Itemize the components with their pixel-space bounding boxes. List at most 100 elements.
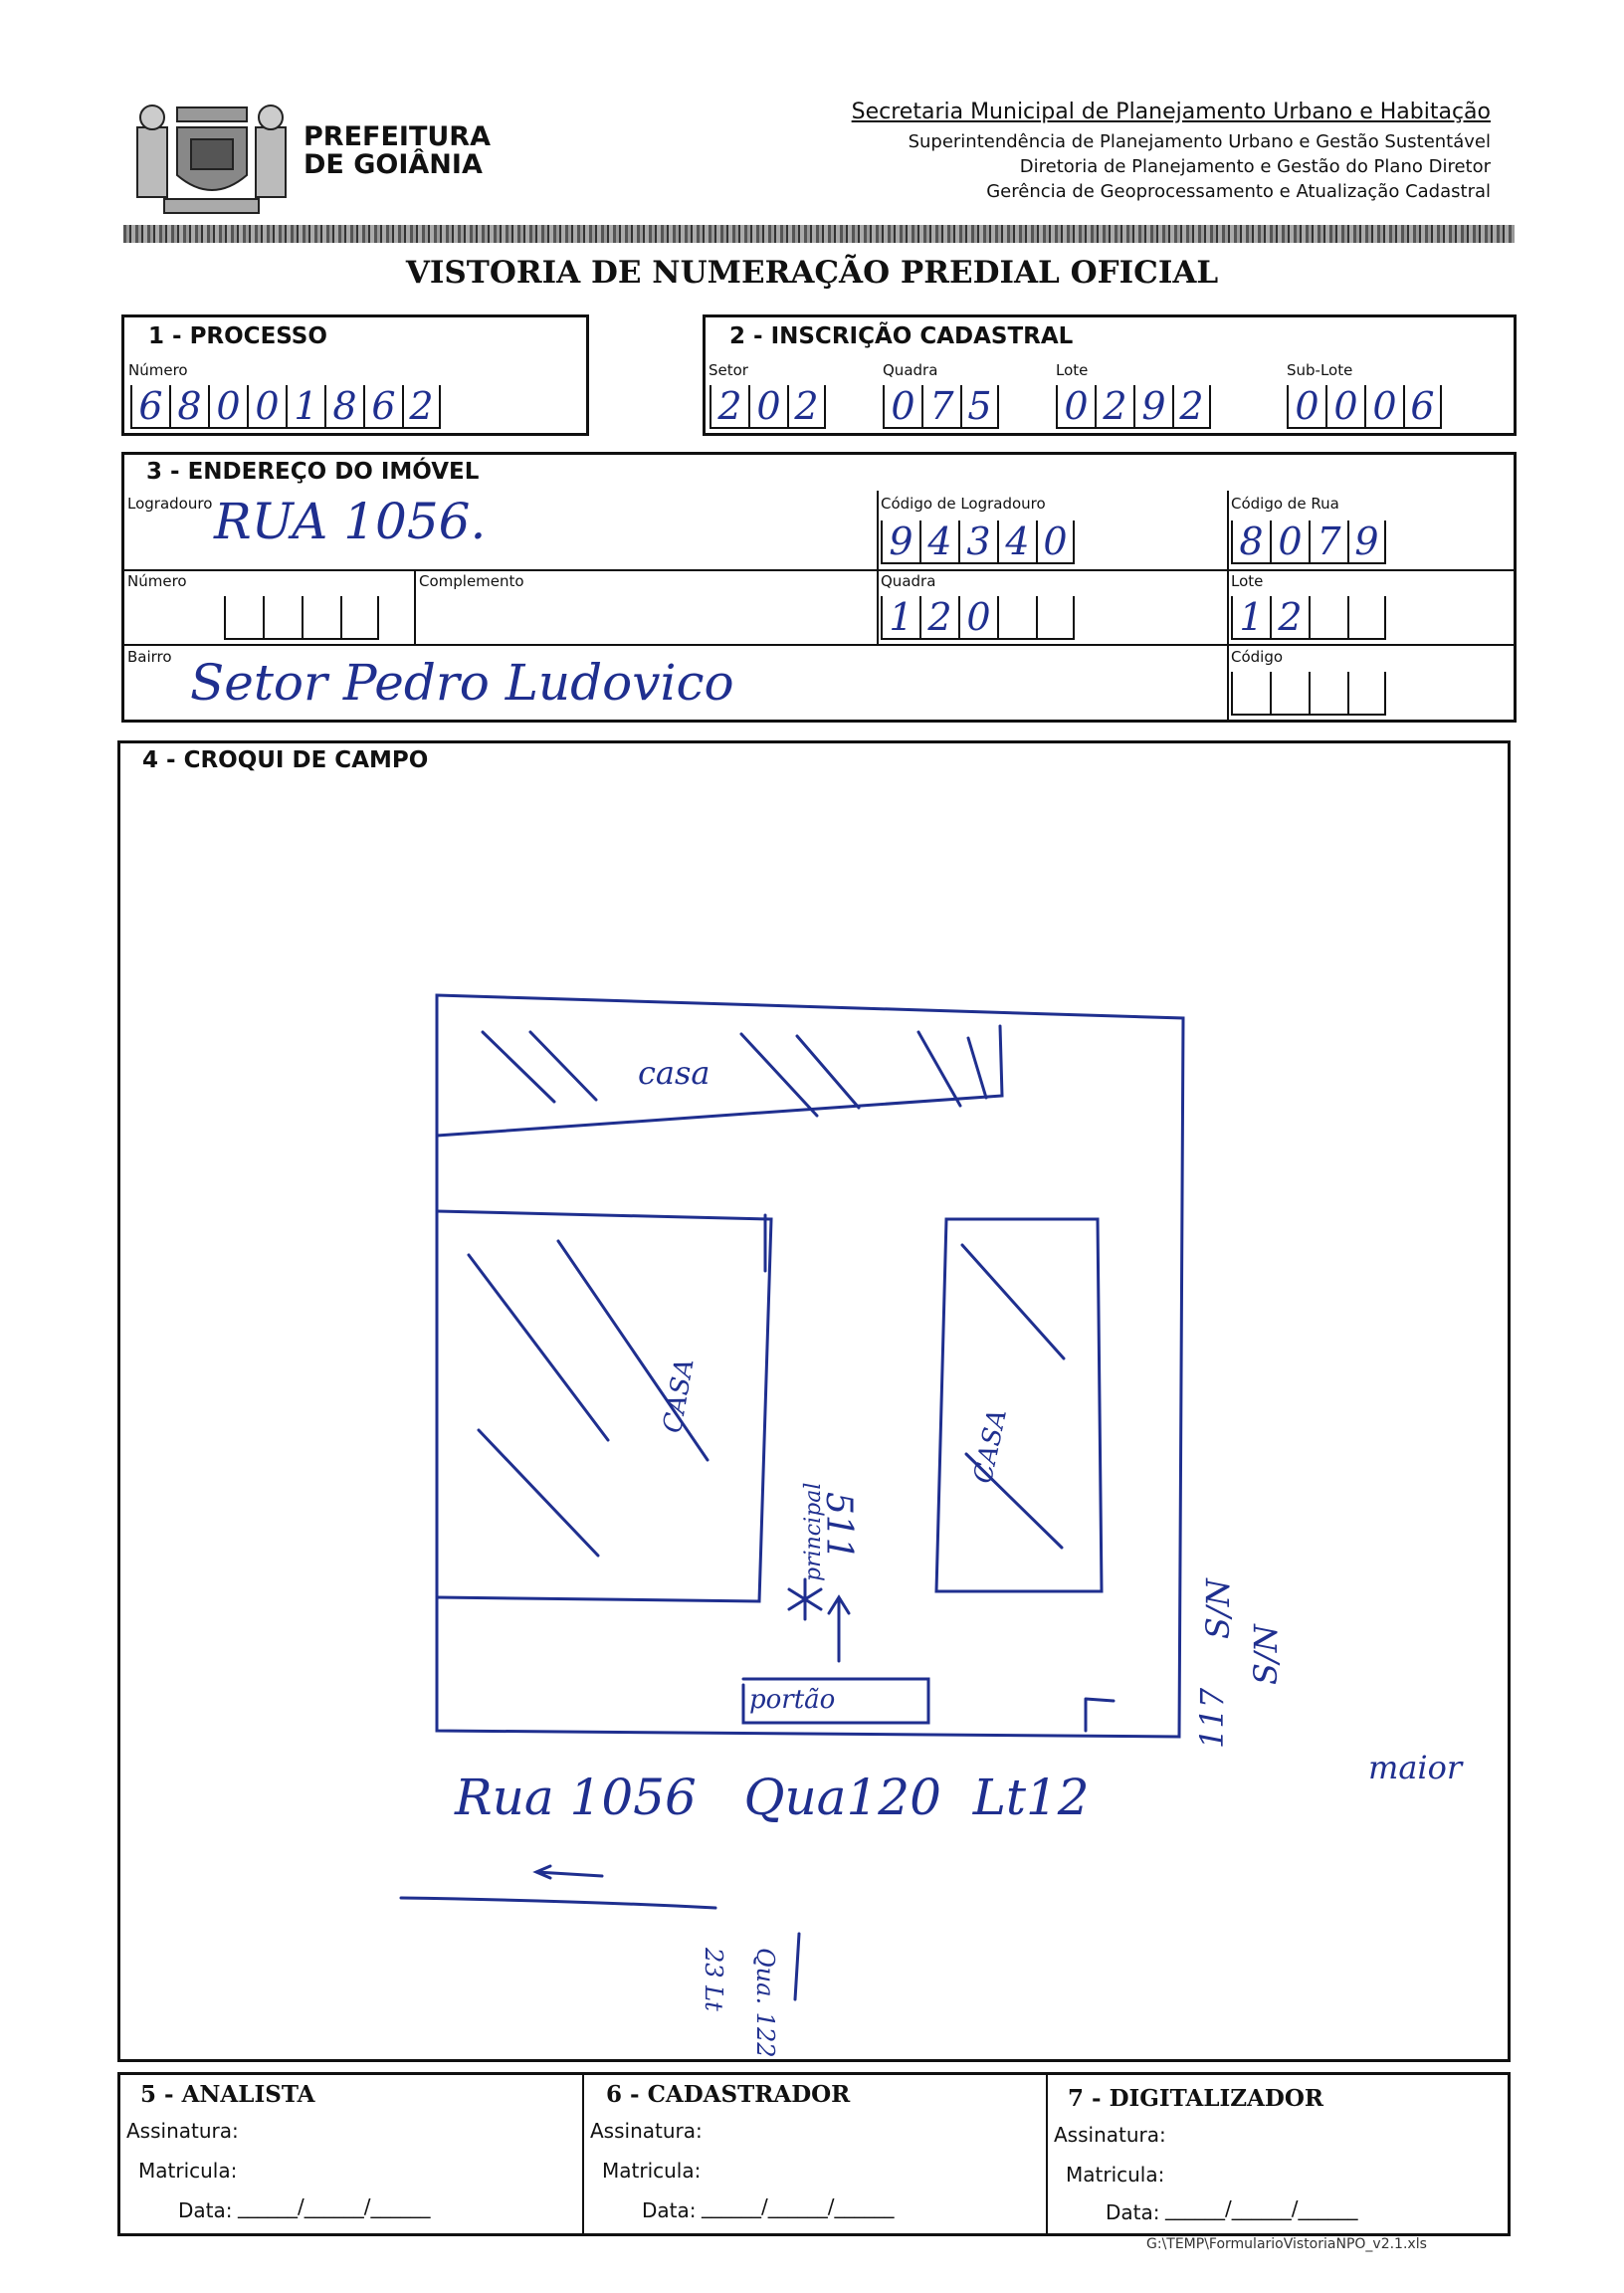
codigo-label: Código bbox=[1231, 648, 1284, 666]
cadastrador-assinatura: Assinatura: bbox=[590, 2119, 703, 2143]
brand-name-line1: PREFEITURA bbox=[304, 121, 491, 152]
right-house-outline bbox=[934, 1217, 1104, 1593]
numero-cells bbox=[224, 596, 379, 640]
sublote-label: Sub-Lote bbox=[1287, 361, 1353, 379]
street-arrow bbox=[532, 1864, 604, 1880]
hatch-line bbox=[477, 1428, 600, 1558]
digit-cell: 0 bbox=[1325, 384, 1364, 429]
digit-cell: 2 bbox=[787, 384, 826, 429]
empty-cell bbox=[263, 596, 302, 640]
digitalizador-title: 7 - DIGITALIZADOR bbox=[1068, 2085, 1324, 2112]
form-title: VISTORIA DE NUMERAÇÃO PREDIAL OFICIAL bbox=[405, 255, 1219, 291]
digit-cell: 8 bbox=[324, 384, 363, 429]
cadastrador-date-blanks: ______/______/______ bbox=[702, 2194, 895, 2218]
digit-cell: 9 bbox=[1133, 384, 1172, 429]
hatch-line bbox=[467, 1253, 610, 1442]
casa-top-label: casa bbox=[638, 1054, 710, 1092]
digit-cell bbox=[1036, 596, 1075, 640]
hatch-line bbox=[964, 1452, 1064, 1550]
site-sketch bbox=[399, 993, 1185, 2001]
hatch-line bbox=[481, 1030, 556, 1104]
bairro-label: Bairro bbox=[127, 648, 172, 666]
digit-cell: 0 bbox=[958, 595, 997, 640]
processo-section: 1 - PROCESSO Número 6 8 0 0 1 8 6 2 bbox=[121, 314, 589, 436]
hatch-line bbox=[960, 1243, 1066, 1360]
hatch-line bbox=[739, 1032, 819, 1118]
lote-label: Lote bbox=[1231, 572, 1264, 590]
digit-cell: 9 bbox=[881, 520, 919, 564]
hatch-line bbox=[966, 1036, 988, 1100]
digit-cell: 6 bbox=[130, 384, 169, 429]
digit-cell: 1 bbox=[1231, 595, 1270, 640]
signature-section: 5 - ANALISTA Assinatura: Matricula: Data… bbox=[117, 2072, 1511, 2236]
maior-note: maior bbox=[1368, 1749, 1463, 1786]
digit-cell: 3 bbox=[958, 520, 997, 564]
digit-cell: 9 bbox=[1347, 520, 1386, 564]
codigo-logradouro-label: Código de Logradouro bbox=[881, 495, 1046, 513]
digitalizador-matricula: Matricula: bbox=[1066, 2163, 1165, 2187]
analista-data: Data: bbox=[178, 2198, 233, 2222]
far-sn-label: S/N bbox=[1247, 1624, 1285, 1685]
quadra-label: Quadra bbox=[881, 572, 936, 590]
cadastrador-data: Data: bbox=[642, 2198, 697, 2222]
analista-title: 5 - ANALISTA bbox=[140, 2081, 315, 2108]
digitalizador-assinatura: Assinatura: bbox=[1054, 2123, 1166, 2147]
digit-cell: 5 bbox=[960, 384, 999, 429]
header-divider-band bbox=[123, 225, 1515, 243]
digit-cell: 1 bbox=[881, 595, 919, 640]
quadra-label: Quadra bbox=[883, 361, 938, 379]
digit-cell: 2 bbox=[402, 384, 441, 429]
hatch-line bbox=[916, 1030, 962, 1108]
endereco-title: 3 - ENDEREÇO DO IMÓVEL bbox=[146, 459, 480, 485]
digit-cell: 2 bbox=[919, 595, 958, 640]
lot-tick bbox=[793, 1932, 801, 2001]
digit-cell: 0 bbox=[247, 384, 286, 429]
empty-cell bbox=[1347, 672, 1386, 716]
digit-cell: 1 bbox=[286, 384, 324, 429]
superintendencia-line: Superintendência de Planejamento Urbano … bbox=[908, 131, 1491, 152]
row-divider bbox=[124, 644, 1514, 646]
hatch-line bbox=[795, 1034, 861, 1110]
entry-arrow bbox=[827, 1594, 851, 1663]
hatch-line bbox=[556, 1239, 710, 1462]
digit-cell: 6 bbox=[363, 384, 402, 429]
house-number: 511 bbox=[818, 1492, 859, 1561]
street-line bbox=[399, 1896, 717, 1910]
column-divider bbox=[414, 569, 416, 644]
column-divider bbox=[1046, 2075, 1048, 2233]
digit-cell: 7 bbox=[1309, 520, 1347, 564]
codigo-logradouro-cells: 9 4 3 4 0 bbox=[881, 520, 1075, 564]
digit-cell: 7 bbox=[921, 384, 960, 429]
analista-assinatura: Assinatura: bbox=[126, 2119, 239, 2143]
analista-date-blanks: ______/______/______ bbox=[238, 2194, 431, 2218]
digitalizador-data: Data: bbox=[1106, 2200, 1160, 2224]
digit-cell: 2 bbox=[1270, 595, 1309, 640]
digit-cell: 0 bbox=[1056, 384, 1095, 429]
digit-cell: 4 bbox=[919, 520, 958, 564]
sublote-cells: 0 0 0 6 bbox=[1287, 384, 1442, 429]
digit-cell: 0 bbox=[208, 384, 247, 429]
side-gate bbox=[1084, 1697, 1116, 1733]
lote-label: Lote bbox=[1056, 361, 1089, 379]
hatch-line bbox=[528, 1030, 598, 1102]
empty-cell bbox=[1231, 672, 1270, 716]
digit-cell: 6 bbox=[1403, 384, 1442, 429]
codigo-cells bbox=[1231, 672, 1386, 716]
numero-label: Número bbox=[127, 572, 187, 590]
empty-cell bbox=[340, 596, 379, 640]
empty-cell bbox=[1309, 672, 1347, 716]
side-number-label: 117 bbox=[1193, 1687, 1231, 1749]
digit-cell: 8 bbox=[169, 384, 208, 429]
codigo-rua-cells: 8 0 7 9 bbox=[1231, 520, 1386, 564]
bairro-value: Setor Pedro Ludovico bbox=[190, 654, 734, 712]
municipal-coat-of-arms-logo bbox=[129, 88, 294, 219]
diretoria-line: Diretoria de Planejamento e Gestão do Pl… bbox=[1019, 156, 1491, 177]
empty-cell bbox=[302, 596, 340, 640]
left-house-outline bbox=[435, 1209, 773, 1603]
asterisk-mark bbox=[787, 1577, 823, 1621]
logradouro-label: Logradouro bbox=[127, 495, 213, 513]
inscricao-title: 2 - INSCRIÇÃO CADASTRAL bbox=[729, 323, 1074, 349]
quadra-cells: 0 7 5 bbox=[883, 384, 999, 429]
cadastrador-matricula: Matricula: bbox=[602, 2159, 702, 2183]
logradouro-value: RUA 1056. bbox=[214, 493, 487, 550]
